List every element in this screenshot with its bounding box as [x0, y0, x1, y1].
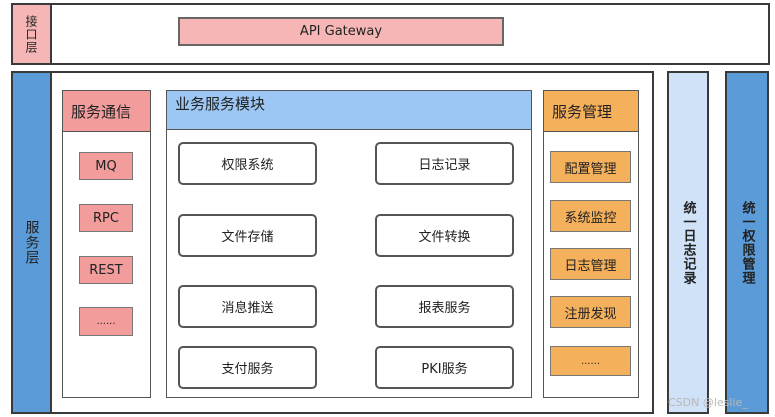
mgmt-item-registry: 注册发现: [550, 296, 631, 328]
communication-header: 服务通信: [62, 90, 151, 132]
comm-item-mq: MQ: [79, 152, 133, 180]
svc-label: PKI服务: [421, 362, 468, 377]
svc-label: 报表服务: [418, 301, 471, 316]
api-gateway-label: API Gateway: [299, 24, 383, 39]
api-gateway-box: API Gateway: [178, 17, 504, 46]
watermark: CSDN @leslie_: [668, 396, 748, 409]
svc-payment: 支付服务: [178, 346, 317, 389]
comm-item-rpc: RPC: [79, 204, 133, 232]
mgmt-item-monitor: 系统监控: [550, 200, 631, 232]
management-title: 服务管理: [552, 102, 613, 121]
communication-title: 服务通信: [71, 102, 132, 121]
comm-item-label: RPC: [93, 210, 119, 226]
service-layer-label: 服务层: [23, 220, 40, 265]
business-title: 业务服务模块: [175, 95, 266, 113]
svc-pki: PKI服务: [375, 346, 514, 389]
svc-report: 报表服务: [375, 285, 514, 328]
svc-message-push: 消息推送: [178, 285, 317, 328]
mgmt-item-label: ......: [580, 355, 601, 367]
comm-item-more: ......: [79, 307, 133, 336]
unified-permission-column: 统一权限管理: [725, 71, 769, 414]
svc-file-convert: 文件转换: [375, 214, 514, 257]
communication-panel: [62, 90, 151, 398]
svc-label: 权限系统: [221, 158, 274, 173]
comm-item-rest: REST: [79, 256, 133, 284]
mgmt-item-more: ......: [550, 346, 631, 376]
comm-item-label: REST: [89, 262, 123, 278]
svc-file-storage: 文件存储: [178, 214, 317, 257]
svc-logging: 日志记录: [375, 142, 514, 185]
mgmt-item-label: 注册发现: [564, 306, 617, 322]
business-header: 业务服务模块: [166, 90, 532, 130]
svc-label: 支付服务: [221, 362, 274, 377]
management-header: 服务管理: [543, 90, 639, 132]
svc-permission: 权限系统: [178, 142, 317, 185]
mgmt-item-log: 日志管理: [550, 248, 631, 280]
comm-item-label: ......: [96, 316, 116, 327]
mgmt-item-label: 系统监控: [564, 210, 617, 226]
svc-label: 文件转换: [418, 230, 471, 245]
interface-layer: [11, 3, 770, 65]
unified-permission-label: 统一权限管理: [739, 200, 755, 285]
svc-label: 日志记录: [418, 158, 471, 173]
service-layer-label-box: 服务层: [11, 71, 52, 414]
svc-label: 消息推送: [221, 301, 274, 316]
unified-logging-label: 统一日志记录: [680, 200, 696, 285]
interface-layer-label-box: 接口层: [11, 3, 52, 65]
interface-layer-label: 接口层: [24, 14, 38, 54]
svc-label: 文件存储: [221, 230, 274, 245]
mgmt-item-label: 日志管理: [564, 258, 617, 274]
comm-item-label: MQ: [95, 158, 117, 174]
mgmt-item-label: 配置管理: [564, 161, 617, 177]
unified-logging-column: 统一日志记录: [667, 71, 709, 414]
mgmt-item-config: 配置管理: [550, 151, 631, 183]
